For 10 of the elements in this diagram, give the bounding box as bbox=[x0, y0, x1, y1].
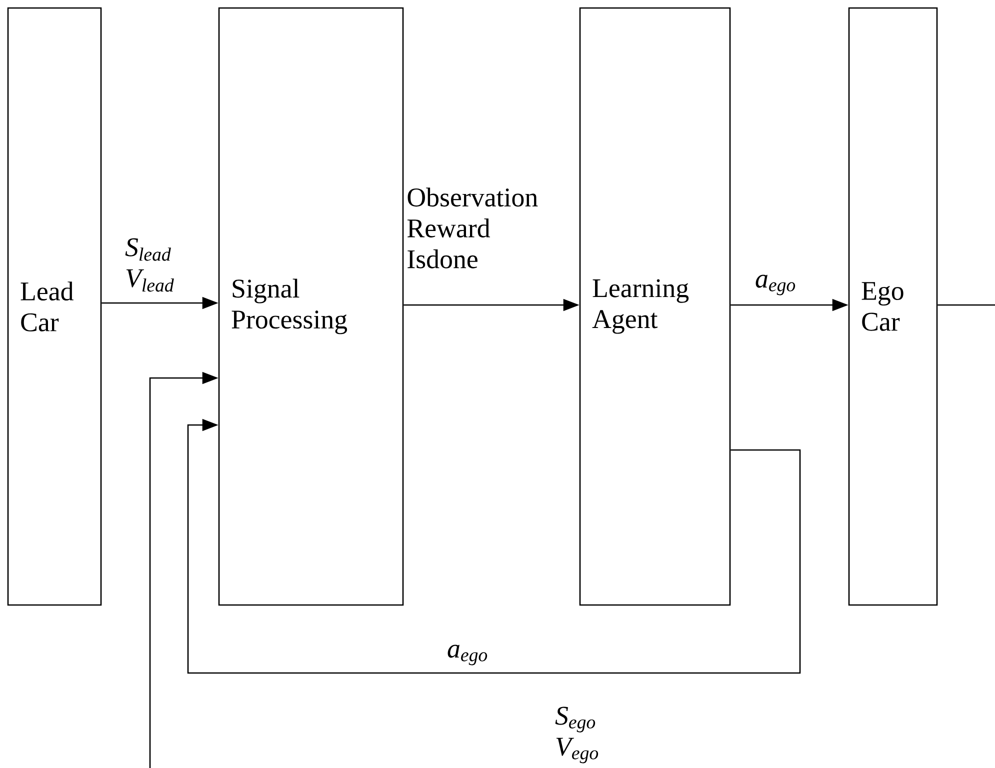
edge-label: a$_{ego}$ bbox=[448, 644, 488, 666]
edge-label: Observation Reward Isdone bbox=[407, 188, 538, 268]
process-box: Ego Car bbox=[848, 7, 938, 606]
edge-label: S$_{lead}$ V$_{lead}$ bbox=[125, 238, 174, 292]
edge-label: a$_{ego}$ bbox=[756, 274, 796, 296]
process-box: Lead Car bbox=[7, 7, 102, 606]
process-box: Signal Processing bbox=[218, 7, 404, 606]
process-box: Learning Agent bbox=[579, 7, 731, 606]
arrow bbox=[187, 418, 801, 674]
signal-label: S$_{ego}$ V$_{ego}$ bbox=[555, 706, 598, 764]
